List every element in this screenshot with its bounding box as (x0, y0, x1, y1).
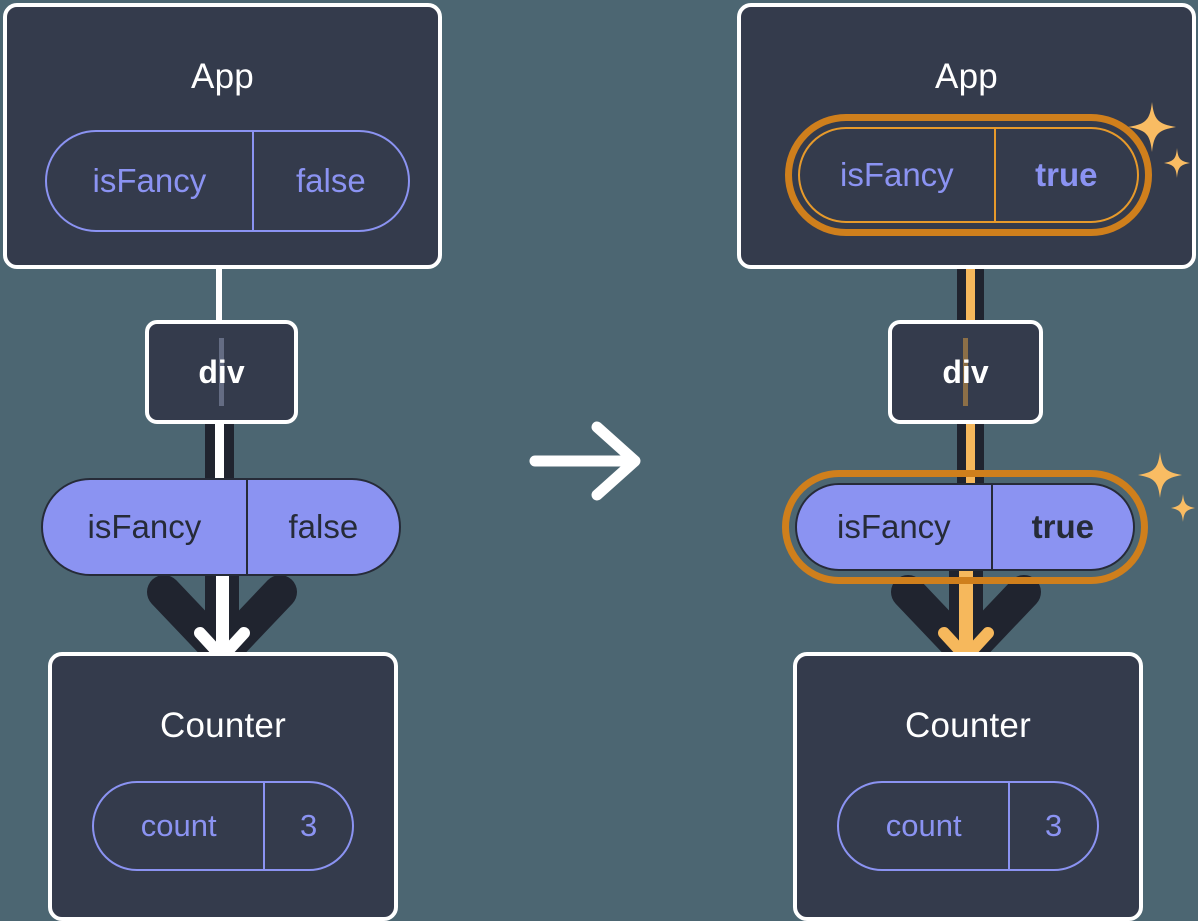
transition-right-arrow-icon (529, 421, 641, 501)
state-pill-count-after[interactable]: count 3 (837, 781, 1099, 871)
ghost-line-before (219, 338, 224, 406)
connector-app-to-div-dark-right-after (975, 250, 984, 330)
state-pill-count-before[interactable]: count 3 (92, 781, 354, 871)
connector-div-to-pill-dark-left-after (957, 414, 966, 490)
dom-node-div-label-after: div (942, 353, 989, 390)
sparkles-icon-app-after (1128, 102, 1190, 178)
connector-div-to-pill-orange-after (966, 414, 975, 490)
prop-pill-isfancy-after[interactable]: isFancy true (795, 483, 1135, 571)
state-pill-isfancy-before[interactable]: isFancy false (45, 130, 410, 232)
highlight-ring-outer-app-after (785, 114, 1152, 236)
state-pill-isfancy-after[interactable]: isFancy true (798, 127, 1139, 223)
prop-pill-name-after: isFancy (836, 508, 951, 545)
sparkles-icon-prop-after (1138, 452, 1195, 522)
dom-node-div-before[interactable]: div (145, 320, 298, 424)
dom-node-div-after[interactable]: div (888, 320, 1043, 424)
connector-div-to-pill-dark-right-before (224, 410, 234, 490)
prop-pill-value-after: true (990, 485, 1133, 569)
ghost-line-after (963, 338, 968, 406)
prop-pill-value-before: false (245, 480, 399, 574)
component-box-counter-after[interactable]: Counter count 3 (793, 652, 1143, 921)
state-pill-name-after: isFancy (839, 156, 954, 193)
component-title-app-before: App (191, 57, 254, 96)
dom-node-div-label-before: div (198, 353, 245, 390)
state-pill-value-before: false (251, 132, 408, 230)
connector-app-to-div-orange-after (966, 250, 975, 330)
connector-div-to-pill-white-before (215, 410, 224, 490)
state-pill-count-name-after: count (885, 808, 962, 843)
state-pill-count-value-after: 3 (1008, 783, 1097, 869)
state-pill-count-value-before: 3 (263, 783, 352, 869)
connector-div-to-pill-dark-right-after (975, 414, 984, 490)
connector-app-to-div-dark-left-after (957, 250, 966, 330)
component-title-counter-before: Counter (160, 706, 286, 745)
component-title-counter-after: Counter (905, 706, 1031, 745)
connector-app-to-div-before (216, 250, 222, 330)
state-pill-count-name-before: count (140, 808, 217, 843)
prop-pill-isfancy-before[interactable]: isFancy false (41, 478, 401, 576)
prop-pill-name-before: isFancy (87, 508, 202, 545)
state-pill-value-after: true (993, 129, 1137, 221)
state-pill-name-before: isFancy (92, 162, 207, 199)
connector-div-to-pill-dark-left-before (205, 410, 215, 490)
component-box-counter-before[interactable]: Counter count 3 (48, 652, 398, 921)
component-box-app-before[interactable]: App isFancy false (3, 3, 442, 269)
component-title-app-after: App (935, 57, 998, 96)
